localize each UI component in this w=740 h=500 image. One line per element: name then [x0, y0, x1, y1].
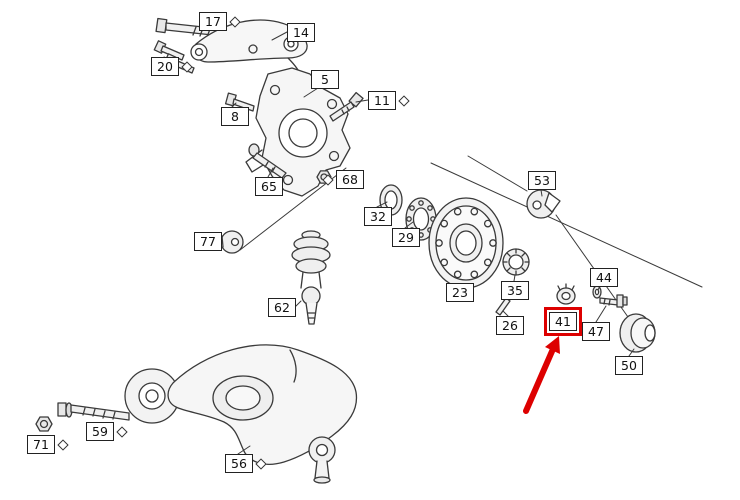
- diamond-icon: [57, 438, 69, 451]
- lower-arm-drawing: [124, 344, 358, 484]
- part-callout-26[interactable]: 26: [496, 316, 524, 335]
- red-arrow: [523, 336, 560, 414]
- part-callout-47[interactable]: 47: [582, 322, 610, 341]
- diamond-icon: [116, 425, 128, 438]
- part-number[interactable]: 8: [221, 107, 249, 126]
- diamond-icon: [398, 94, 410, 107]
- diamond-icon: [229, 15, 241, 28]
- part-number-highlighted[interactable]: 41: [544, 307, 582, 336]
- part-callout-53[interactable]: 53: [528, 171, 556, 190]
- part-callout-71[interactable]: 71: [27, 435, 69, 454]
- part-number[interactable]: 11: [368, 91, 396, 110]
- part-number[interactable]: 5: [311, 70, 339, 89]
- bolt-59-drawing: [57, 402, 130, 421]
- tool-53-drawing: [526, 189, 561, 219]
- leader-lines: [163, 31, 635, 455]
- wheel-hub-drawing: [428, 197, 504, 289]
- part-number[interactable]: 35: [501, 281, 529, 300]
- bolt-65-drawing: [248, 143, 287, 179]
- bolt-11-drawing: [329, 91, 364, 122]
- part-callout-62[interactable]: 62: [268, 298, 296, 317]
- part-number[interactable]: 44: [590, 268, 618, 287]
- part-number[interactable]: 20: [151, 57, 179, 76]
- part-number[interactable]: 59: [86, 422, 114, 441]
- lockring-35-drawing: [502, 248, 530, 276]
- part-number[interactable]: 56: [225, 454, 253, 473]
- part-callout-77[interactable]: 77: [194, 232, 222, 251]
- balljoint-62-drawing: [291, 230, 331, 325]
- part-number[interactable]: 29: [392, 228, 420, 247]
- part-number[interactable]: 53: [528, 171, 556, 190]
- part-callout-5[interactable]: 5: [311, 70, 339, 89]
- diamond-icon: [181, 60, 193, 73]
- part-callout-41-highlighted[interactable]: 41: [544, 307, 582, 336]
- part-callout-17[interactable]: 17: [199, 12, 241, 31]
- part-number[interactable]: 26: [496, 316, 524, 335]
- locknut-41-drawing: [556, 283, 576, 305]
- part-number[interactable]: 17: [199, 12, 227, 31]
- part-number[interactable]: 71: [27, 435, 55, 454]
- part-callout-44[interactable]: 44: [590, 268, 618, 287]
- diamond-icon: [255, 457, 267, 470]
- part-number[interactable]: 32: [364, 207, 392, 226]
- part-number[interactable]: 50: [615, 356, 643, 375]
- part-callout-29[interactable]: 29: [392, 228, 420, 247]
- part-callout-68[interactable]: 68: [322, 170, 364, 189]
- part-number[interactable]: 14: [287, 23, 315, 42]
- screw-47-drawing: [599, 294, 628, 308]
- washer-44-drawing: [592, 285, 602, 299]
- part-callout-59[interactable]: 59: [86, 422, 128, 441]
- part-number[interactable]: 23: [446, 283, 474, 302]
- part-callout-50[interactable]: 50: [615, 356, 643, 375]
- part-number[interactable]: 77: [194, 232, 222, 251]
- part-number[interactable]: 68: [336, 170, 364, 189]
- part-callout-20[interactable]: 20: [151, 57, 193, 76]
- part-callout-65[interactable]: 65: [255, 177, 283, 196]
- diamond-icon: [322, 173, 334, 186]
- part-number[interactable]: 47: [582, 322, 610, 341]
- part-callout-56[interactable]: 56: [225, 454, 267, 473]
- part-number[interactable]: 62: [268, 298, 296, 317]
- part-callout-35[interactable]: 35: [501, 281, 529, 300]
- nut-71-drawing: [35, 416, 53, 432]
- part-number[interactable]: 65: [255, 177, 283, 196]
- dustcap-50-drawing: [619, 313, 656, 353]
- part-callout-14[interactable]: 14: [287, 23, 315, 42]
- part-callout-32[interactable]: 32: [364, 207, 392, 226]
- part-callout-11[interactable]: 11: [368, 91, 410, 110]
- steering-knuckle-drawing: [245, 67, 351, 197]
- part-callout-8[interactable]: 8: [221, 107, 249, 126]
- part-callout-23[interactable]: 23: [446, 283, 474, 302]
